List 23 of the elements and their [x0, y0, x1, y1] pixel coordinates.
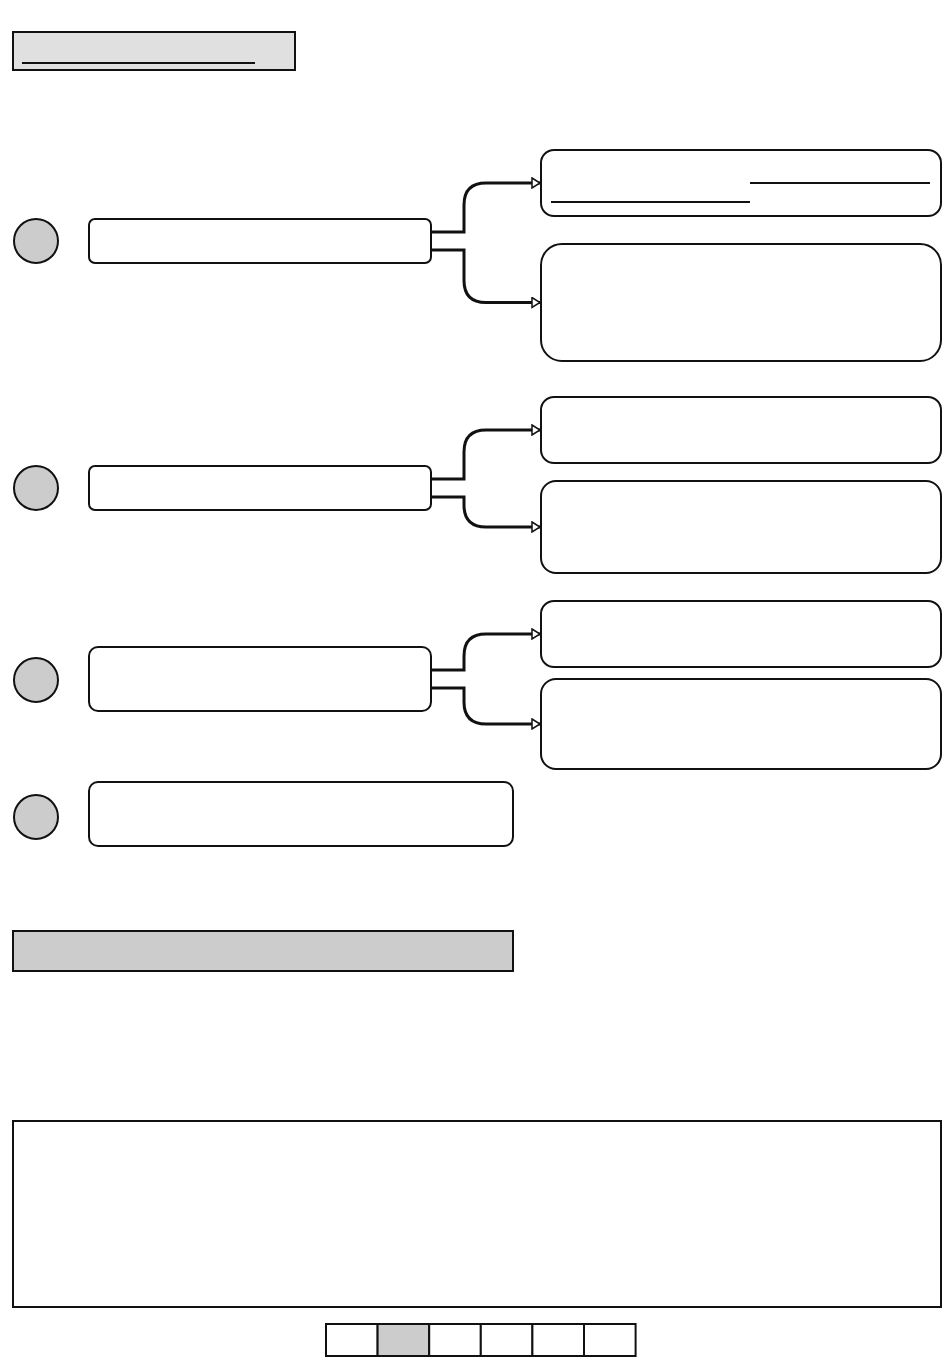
curved-arrow [432, 628, 541, 672]
result-box [540, 678, 942, 770]
result-box [540, 480, 942, 574]
step-circle [13, 794, 59, 840]
step-circle [13, 465, 59, 511]
result-box [540, 149, 942, 217]
curved-arrow [432, 495, 541, 533]
curved-arrow [432, 424, 541, 481]
step-box [88, 465, 432, 511]
step-circle [13, 657, 59, 703]
curved-arrow [432, 248, 541, 309]
result-box [540, 600, 942, 668]
step-box [88, 781, 514, 847]
step-box [88, 646, 432, 712]
notes-box [12, 1120, 942, 1308]
step-box [88, 218, 432, 264]
section-header-bar [12, 31, 296, 71]
curved-arrow [432, 686, 541, 730]
step-circle [13, 218, 59, 264]
section-header-bar [12, 930, 514, 972]
result-box [540, 243, 942, 362]
curved-arrow [432, 177, 541, 234]
result-box [540, 396, 942, 464]
